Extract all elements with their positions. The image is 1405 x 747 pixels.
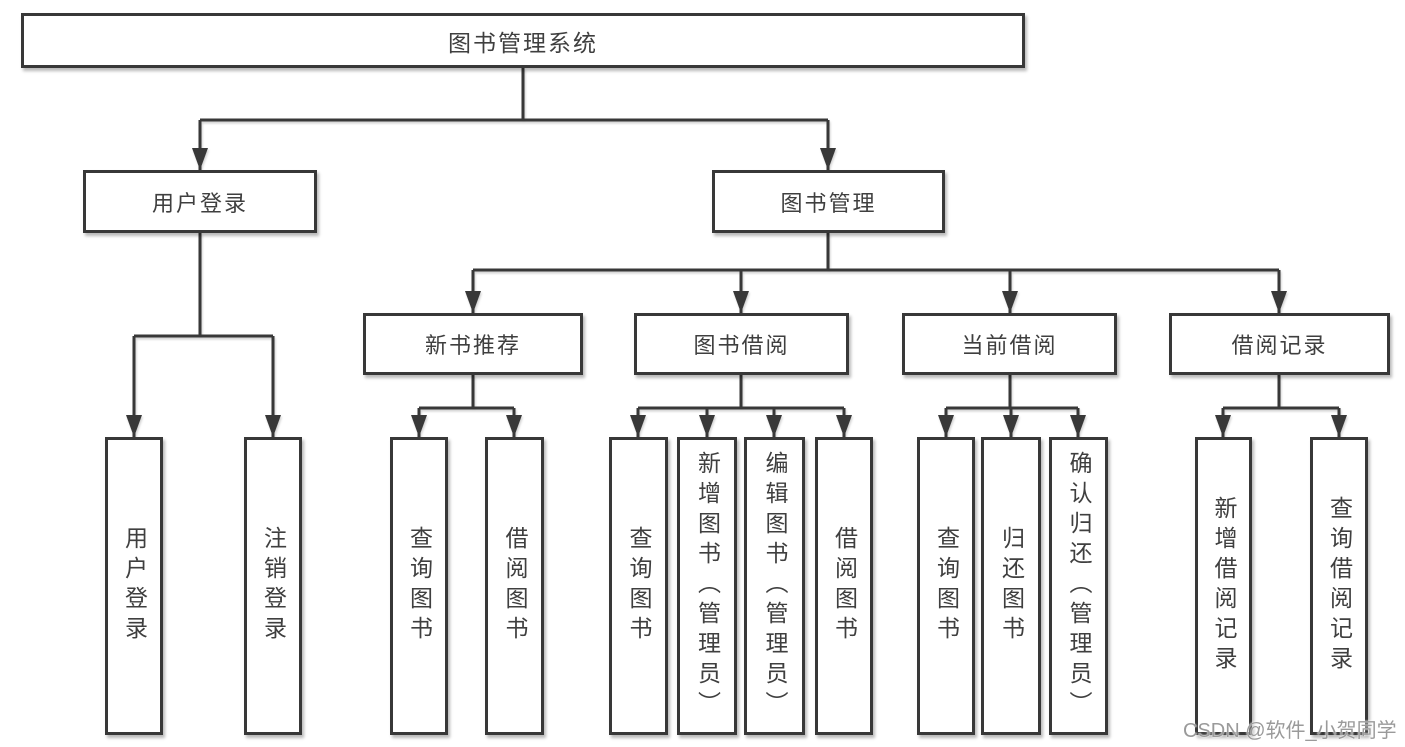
node-label: 图书管理系统 xyxy=(448,29,598,56)
arrow-down-icon xyxy=(938,415,954,437)
connector-borrowrecord-to-leaves xyxy=(1221,375,1341,437)
node-label: 查询图书 xyxy=(933,526,960,646)
node-label: 查询借阅记录 xyxy=(1326,496,1353,676)
node-label: 用户登录 xyxy=(151,190,248,216)
arrow-down-icon xyxy=(506,415,522,437)
leaf-logout: 注销登录 xyxy=(244,437,302,735)
node-current-borrow: 当前借阅 xyxy=(902,313,1117,375)
leaf-currentborrow-confirm-return-admin: 确认归还（管理员） xyxy=(1049,437,1108,735)
arrow-down-icon xyxy=(630,415,646,437)
arrow-down-icon xyxy=(836,415,852,437)
leaf-currentborrow-query-book: 查询图书 xyxy=(917,437,975,735)
node-label: 当前借阅 xyxy=(961,333,1058,358)
arrow-down-icon xyxy=(265,415,281,437)
arrow-down-icon xyxy=(1003,415,1019,437)
connector-root-to-level2 xyxy=(198,68,830,170)
arrow-down-icon xyxy=(699,415,715,437)
node-borrow-record: 借阅记录 xyxy=(1169,313,1390,375)
node-new-book-recommend: 新书推荐 xyxy=(363,313,583,375)
node-book-management: 图书管理 xyxy=(712,170,945,233)
arrow-down-icon xyxy=(126,415,142,437)
node-label: 新书推荐 xyxy=(424,333,521,358)
node-label: 新增借阅记录 xyxy=(1211,496,1237,676)
leaf-currentborrow-return-book: 归还图书 xyxy=(981,437,1041,735)
connector-currentborrow-to-leaves xyxy=(944,375,1080,437)
node-label: 注销登录 xyxy=(260,526,287,646)
arrow-down-icon xyxy=(1331,415,1347,437)
node-label: 用户登录 xyxy=(121,526,148,646)
leaf-borrowrecord-add-record: 新增借阅记录 xyxy=(1195,437,1252,735)
node-book-borrow: 图书借阅 xyxy=(634,313,849,375)
leaf-bookborrow-edit-book-admin: 编辑图书（管理员） xyxy=(744,437,805,735)
node-label: 确认归还（管理员） xyxy=(1066,451,1092,721)
connector-bookborrow-to-leaves xyxy=(636,375,846,437)
connector-newbookrec-to-leaves xyxy=(417,375,516,437)
leaf-bookborrow-query-book: 查询图书 xyxy=(609,437,668,735)
node-label: 借阅记录 xyxy=(1231,333,1328,358)
arrow-down-icon xyxy=(1215,415,1231,437)
connector-bookmgmt-to-level3 xyxy=(471,233,1281,313)
node-label: 借阅图书 xyxy=(831,526,858,646)
leaf-bookborrow-borrow-book: 借阅图书 xyxy=(815,437,873,735)
arrow-down-icon xyxy=(1002,291,1018,313)
leaf-newbookrec-borrow-book: 借阅图书 xyxy=(485,437,544,735)
leaf-newbookrec-query-book: 查询图书 xyxy=(390,437,448,735)
node-label: 新增图书（管理员） xyxy=(694,451,721,721)
arrow-down-icon xyxy=(733,291,749,313)
node-label: 编辑图书（管理员） xyxy=(762,451,788,721)
node-label: 查询图书 xyxy=(626,526,652,646)
arrow-down-icon xyxy=(192,148,208,170)
arrow-down-icon xyxy=(465,291,481,313)
node-label: 借阅图书 xyxy=(502,526,528,646)
node-label: 归还图书 xyxy=(998,526,1025,646)
node-label: 查询图书 xyxy=(406,526,433,646)
arrow-down-icon xyxy=(820,148,836,170)
leaf-borrowrecord-query-record: 查询借阅记录 xyxy=(1310,437,1368,735)
connector-userlogin-to-leaves xyxy=(132,233,275,437)
csdn-watermark: CSDN @软件_小贺同学 xyxy=(1183,720,1397,742)
node-user-login: 用户登录 xyxy=(83,170,317,233)
arrow-down-icon xyxy=(411,415,427,437)
arrow-down-icon xyxy=(1070,415,1086,437)
node-root-system: 图书管理系统 xyxy=(21,13,1025,68)
node-label: 图书借阅 xyxy=(693,333,790,358)
arrow-down-icon xyxy=(1271,291,1287,313)
arrow-down-icon xyxy=(766,415,782,437)
leaf-user-login: 用户登录 xyxy=(105,437,163,735)
node-label: 图书管理 xyxy=(780,190,877,216)
leaf-bookborrow-add-book-admin: 新增图书（管理员） xyxy=(677,437,737,735)
